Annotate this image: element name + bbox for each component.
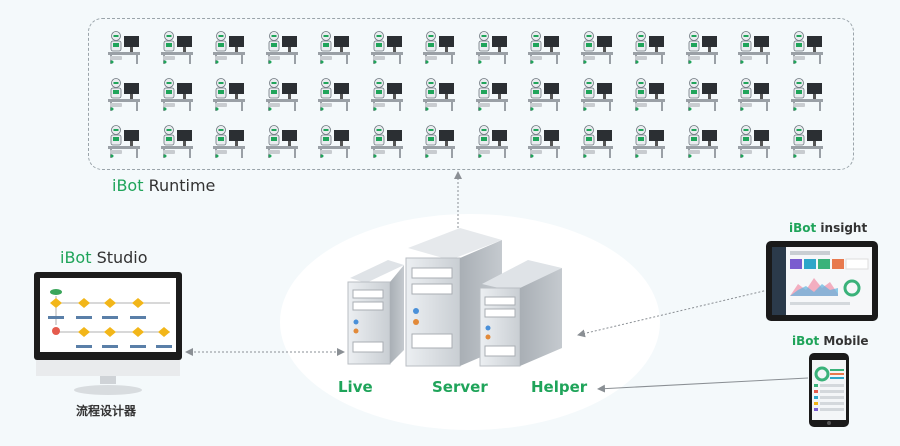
robot-at-desk-icon <box>262 73 302 113</box>
connector-insight-helper <box>577 289 769 338</box>
robot-at-desk-icon <box>419 73 459 113</box>
server-label-helper: Helper <box>531 378 588 396</box>
robot-at-desk-icon <box>734 73 774 113</box>
robot-at-desk-icon <box>157 26 197 66</box>
mobile-brand: iBot <box>792 334 820 348</box>
server-tower-icon <box>347 228 562 367</box>
robot-at-desk-icon <box>682 26 722 66</box>
studio-label: iBot Studio <box>60 248 148 267</box>
phone-icon <box>809 353 849 427</box>
robot-at-desk-icon <box>314 120 354 160</box>
robot-at-desk-icon <box>734 26 774 66</box>
robot-at-desk-icon <box>104 120 144 160</box>
insight-label: iBot insight <box>789 221 867 235</box>
robot-at-desk-icon <box>419 26 459 66</box>
robot-at-desk-icon <box>157 73 197 113</box>
robot-at-desk-icon <box>787 26 827 66</box>
robot-at-desk-icon <box>104 73 144 113</box>
connector-mobile-helper <box>597 377 809 393</box>
robot-at-desk-icon <box>787 120 827 160</box>
robot-at-desk-icon <box>367 120 407 160</box>
mobile-name: Mobile <box>819 334 869 348</box>
tablet-icon <box>766 241 878 321</box>
runtime-name: Runtime <box>143 176 216 195</box>
insight-brand: iBot <box>789 221 817 235</box>
robot-at-desk-icon <box>472 120 512 160</box>
server-label-live: Live <box>338 378 373 396</box>
robot-at-desk-icon <box>629 73 669 113</box>
robot-at-desk-icon <box>577 120 617 160</box>
robot-at-desk-icon <box>524 73 564 113</box>
studio-brand: iBot <box>60 248 92 267</box>
robot-at-desk-icon <box>419 120 459 160</box>
robot-at-desk-icon <box>472 26 512 66</box>
server-label-server: Server <box>432 378 488 396</box>
insight-name: insight <box>816 221 868 235</box>
robot-at-desk-icon <box>262 120 302 160</box>
robot-at-desk-icon <box>367 73 407 113</box>
robot-at-desk-icon <box>682 73 722 113</box>
robot-at-desk-icon <box>157 120 197 160</box>
studio-name: Studio <box>91 248 148 267</box>
robot-at-desk-icon <box>209 26 249 66</box>
runtime-brand: iBot <box>112 176 144 195</box>
studio-caption: 流程设计器 <box>76 404 137 418</box>
robot-at-desk-icon <box>577 26 617 66</box>
robot-at-desk-icon <box>629 26 669 66</box>
robot-at-desk-icon <box>524 26 564 66</box>
runtime-label: iBot Runtime <box>112 176 215 195</box>
robot-at-desk-icon <box>262 26 302 66</box>
robot-at-desk-icon <box>734 120 774 160</box>
robot-at-desk-icon <box>314 73 354 113</box>
mobile-label: iBot Mobile <box>792 334 869 348</box>
robot-at-desk-icon <box>314 26 354 66</box>
robot-at-desk-icon <box>367 26 407 66</box>
robot-grid <box>104 26 834 162</box>
robot-at-desk-icon <box>104 26 144 66</box>
robot-at-desk-icon <box>629 120 669 160</box>
robot-at-desk-icon <box>209 120 249 160</box>
robot-at-desk-icon <box>787 73 827 113</box>
robot-at-desk-icon <box>577 73 617 113</box>
robot-at-desk-icon <box>472 73 512 113</box>
robot-at-desk-icon <box>209 73 249 113</box>
robot-at-desk-icon <box>682 120 722 160</box>
monitor-icon <box>34 272 182 395</box>
robot-at-desk-icon <box>524 120 564 160</box>
runtime-group-box <box>88 18 854 170</box>
